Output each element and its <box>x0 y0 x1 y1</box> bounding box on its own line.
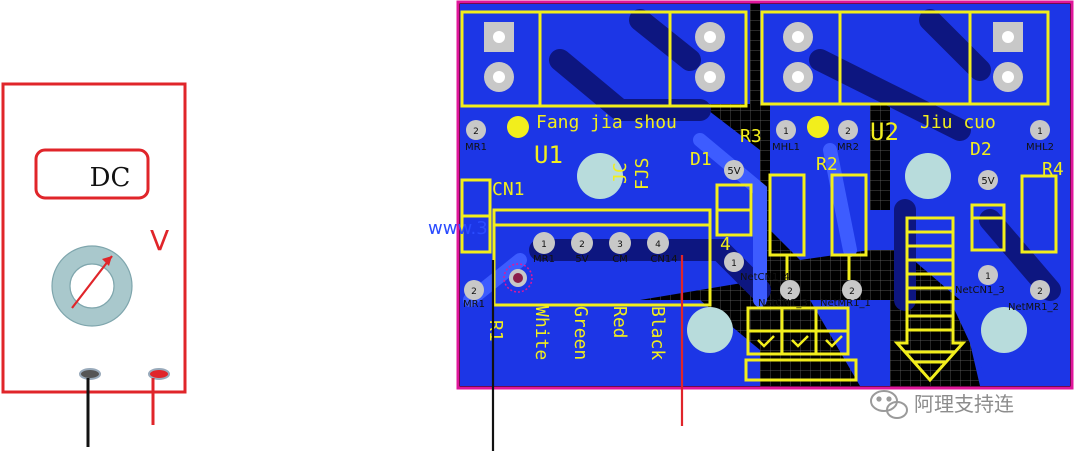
svg-text:MHL2: MHL2 <box>1026 142 1054 153</box>
d1-label: D1 <box>690 149 712 170</box>
pad-d2-5v: 5V <box>978 170 998 190</box>
bottom-strip <box>744 358 858 382</box>
v-jack[interactable] <box>148 368 170 380</box>
svg-text:3: 3 <box>617 240 623 250</box>
svg-text:CN14: CN14 <box>650 254 677 265</box>
wire-label-black: Black <box>647 306 668 360</box>
svg-text:2: 2 <box>579 240 585 250</box>
svg-text:MR2: MR2 <box>837 142 859 153</box>
meter-unit-label: V <box>150 224 169 257</box>
svg-text:4: 4 <box>655 240 661 250</box>
com-jack[interactable] <box>79 368 101 380</box>
pcb-board: Fang jia shou Jiu cuo U1 U2 CN1 R3 R2 D1… <box>428 0 1074 390</box>
svg-text:2: 2 <box>849 287 855 297</box>
svg-text:NetCN1_3: NetCN1_3 <box>758 298 808 309</box>
cn1-pin-4: 4 CN14 <box>647 232 678 265</box>
svg-text:NetCN1_3: NetCN1_3 <box>955 285 1005 296</box>
d2-outline <box>970 203 1006 252</box>
cn1-outline <box>492 208 712 307</box>
cn1-label: CN1 <box>492 179 525 200</box>
num4-label: 4 <box>720 234 731 255</box>
svg-text:MHL1: MHL1 <box>772 142 800 153</box>
r3-label: R3 <box>740 126 762 147</box>
pad-mr1-top: 2 MR1 <box>465 120 487 153</box>
pad-r4-bottom: 2 NetMR1_2 <box>1008 280 1059 313</box>
jc-label: JC <box>610 162 631 184</box>
watermark-url: www.3 <box>428 218 488 239</box>
pad-r3-bottom: 2 NetCN1_3 <box>758 280 808 309</box>
svg-text:NetMR1_1: NetMR1_1 <box>820 298 871 309</box>
via-marker <box>503 263 533 293</box>
terminal-pads <box>484 22 1023 92</box>
r1-label: R1 <box>485 320 506 342</box>
u1-marker <box>507 116 529 138</box>
fjs-label: FJS <box>632 157 653 190</box>
svg-text:NetCN1_4: NetCN1_4 <box>740 272 790 283</box>
meter-mode-label: DC <box>90 163 131 193</box>
terminal-block-left <box>460 10 748 108</box>
svg-text:2: 2 <box>845 127 851 137</box>
u1-label: U1 <box>534 141 563 169</box>
wire-label-red: Red <box>609 306 630 339</box>
svg-text:5V: 5V <box>727 166 740 177</box>
cn1-pin-2: 2 5V <box>571 232 593 265</box>
mounting-holes <box>577 153 1027 353</box>
u2-name-label: Jiu cuo <box>920 112 996 133</box>
wire-label-white: White <box>531 306 552 360</box>
svg-text:2: 2 <box>471 287 477 297</box>
svg-text:5V: 5V <box>981 176 994 187</box>
cn1-pin-1: 1 MR1 <box>533 232 555 265</box>
component-outlines <box>460 173 1058 382</box>
pad-d1-bottom: 1 NetCN1_4 <box>724 252 790 283</box>
pad-mr2: 2 MR2 <box>837 120 859 153</box>
wire-label-green: Green <box>570 306 591 360</box>
svg-text:NetMR1_2: NetMR1_2 <box>1008 302 1059 313</box>
d2-label: D2 <box>970 139 992 160</box>
multimeter: DC V <box>1 82 187 447</box>
via-hole <box>513 273 523 283</box>
svg-text:MR1: MR1 <box>463 299 485 310</box>
u2-label: U2 <box>870 118 899 146</box>
pad-r2-bottom: 2 NetMR1_1 <box>820 280 871 309</box>
down-arrow-icon <box>893 216 967 383</box>
dark-traces <box>529 9 1061 311</box>
svg-text:1: 1 <box>541 240 547 250</box>
svg-text:2: 2 <box>1037 287 1043 297</box>
wechat-logo-icon <box>870 390 908 419</box>
pad-mhl1: 1 MHL1 <box>772 120 800 153</box>
pad-mr1-bottom: 2 MR1 <box>463 280 485 310</box>
svg-text:1: 1 <box>731 259 737 269</box>
svg-text:1: 1 <box>783 127 789 137</box>
pad-d2-bottom: 1 NetCN1_3 <box>955 265 1005 296</box>
terminal-block-right <box>760 10 1050 106</box>
svg-text:1: 1 <box>985 272 991 282</box>
pad-d1-5v: 5V <box>724 160 744 180</box>
r2-label: R2 <box>816 154 838 175</box>
svg-text:2: 2 <box>787 287 793 297</box>
meter-display <box>34 148 150 200</box>
svg-text:2: 2 <box>473 127 479 137</box>
svg-text:1: 1 <box>1037 127 1043 137</box>
svg-text:MR1: MR1 <box>533 254 555 265</box>
pad-mhl2: 1 MHL2 <box>1026 120 1054 153</box>
r4-outline <box>1020 174 1058 254</box>
svg-text:MR1: MR1 <box>465 142 487 153</box>
u1-name-label: Fang jia shou <box>536 112 677 133</box>
pads: 2 MR1 2 MR1 1 MHL1 2 MR2 1 MHL2 <box>463 120 1059 313</box>
cn1-pin-3: 3 CM <box>609 232 631 265</box>
watermark-text: 阿理支持连 <box>914 392 1014 416</box>
svg-text:5V: 5V <box>575 254 588 265</box>
u2-marker <box>807 116 829 138</box>
svg-text:CM: CM <box>612 254 628 265</box>
check-marks <box>757 335 843 348</box>
meter-dial-icon <box>51 245 133 327</box>
meter-body <box>1 82 187 394</box>
